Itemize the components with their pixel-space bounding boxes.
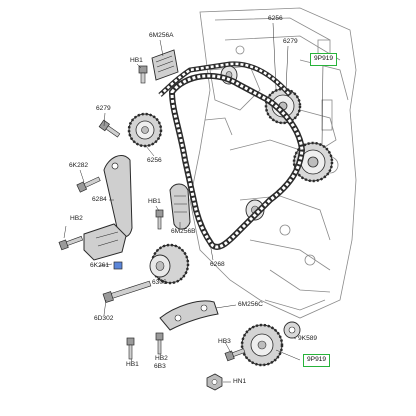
timing-chain [158,61,306,250]
callout-9P919-bottom: 9P919 [303,354,331,367]
bolt-6279-left [98,119,121,138]
oil-pump-sprocket [240,323,284,367]
callout-6M256C: 6M256C [238,301,263,308]
tensioner-arm-6K282 [103,155,133,238]
chain-guide-6M256C [159,300,219,331]
callout-6B3: 6B3 [154,363,166,370]
callout-6D302: 6D302 [94,315,114,322]
callout-hb1-top: HB1 [130,57,143,64]
bolt-hb1-bottom [126,337,135,360]
callout-hb2-left: HB2 [70,215,83,222]
callout-6268: 6268 [210,261,225,268]
callout-6279-left: 6279 [96,105,111,112]
hub-9K589 [283,321,301,339]
callout-hb1-mid: HB1 [148,198,161,205]
sprocket-6256-left [127,112,163,148]
bolt-hb2-left [58,235,84,251]
bolt-6D302 [102,280,152,304]
callout-hb1-bottom: HB1 [126,361,139,368]
idler-wheel-mid [245,199,265,221]
callout-6256-top: 6256 [268,15,283,22]
chain-guide-6M256B [169,183,191,230]
bolt-hb1-mid [155,209,164,230]
callout-9K589: 9K589 [298,335,318,342]
bolt-hb2-bottom [155,332,164,355]
crankshaft-sprocket-6306 [149,243,190,285]
bolt-6K282 [76,176,101,193]
chain-guide-6M256A [151,49,179,81]
callout-hb3: HB3 [218,338,231,345]
callout-6M256B: 6M256B [171,228,196,235]
callout-6K282: 6K282 [69,162,89,169]
callout-6279-top: 6279 [283,38,298,45]
callout-6M256A: 6M256A [149,32,174,39]
bolt-hb3 [224,348,246,362]
bolt-hb1-top [138,65,148,84]
leader-lines [63,22,324,383]
callout-6284: 6284 [92,196,107,203]
callout-hn1: HN1 [233,378,247,385]
camshaft-sprocket-upper [264,87,302,125]
callout-6306: 6306 [152,279,167,286]
callout-9P919-top: 9P919 [310,53,338,66]
nut-hn1 [206,373,223,391]
tensioner-6K261 [83,223,127,270]
callout-hb2-bottom: HB2 [155,355,168,362]
callout-6256-mid: 6256 [147,157,162,164]
callout-6K261: 6K261 [90,262,110,269]
